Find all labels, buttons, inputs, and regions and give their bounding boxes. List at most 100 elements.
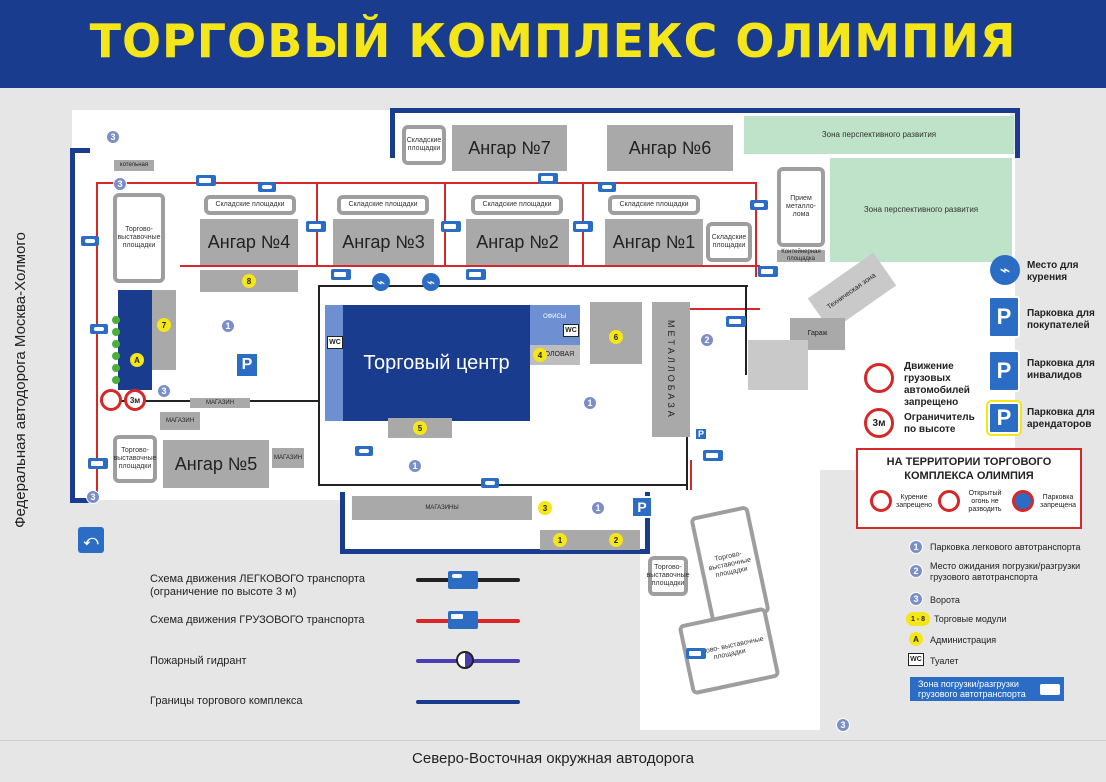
truck-icon xyxy=(686,648,706,659)
page-title: ТОРГОВЫЙ КОМПЛЕКС ОЛИМПИЯ xyxy=(89,14,1017,68)
wc-mall-east: WC xyxy=(563,324,579,337)
parking-icon: P xyxy=(235,352,259,378)
zone-future-2: Зона перспективного развития xyxy=(830,158,1012,262)
module-badge-4: 4 xyxy=(533,348,547,362)
parking-marker: 1 xyxy=(221,319,235,333)
exhibition-label: Торгово- выставочные площадки xyxy=(708,550,752,580)
exhibition-area: Торгово- выставочные площадки xyxy=(113,193,165,283)
car-route xyxy=(318,484,688,486)
legend-parking-disabled-icon: P xyxy=(988,350,1020,392)
shopping-center: Торговый центр xyxy=(343,305,530,421)
storage-label: Складские площадки xyxy=(482,201,552,208)
hangar-3: Ангар №3 xyxy=(333,219,434,265)
parking-marker: 1 xyxy=(583,396,597,410)
car-icon xyxy=(81,236,99,246)
legend-key-2: 2 xyxy=(909,564,923,578)
boundary-outline-south xyxy=(340,492,650,554)
truck-route xyxy=(180,265,760,267)
car-route xyxy=(318,285,320,485)
exhibition-area: Торгово- выставочные площадки xyxy=(113,435,157,483)
canteen-label: СТОЛОВАЯ xyxy=(535,351,575,358)
parking-icon: P xyxy=(631,496,653,518)
no-parking-icon xyxy=(1012,490,1034,512)
legend-item-6: Туалет xyxy=(930,656,959,666)
legend-parking-tenants-icon: P xyxy=(988,402,1020,434)
east-lot xyxy=(748,340,808,390)
module-badge-6: 6 xyxy=(609,330,623,344)
tree-dot xyxy=(112,316,120,324)
module-badge-5: 5 xyxy=(413,421,427,435)
parking-marker: 1 xyxy=(408,459,422,473)
shop-west: МАГАЗИН xyxy=(160,412,200,430)
hangar-1: Ангар №1 xyxy=(605,219,703,265)
storage-area: Складские площадки xyxy=(337,195,429,215)
legend-trucks: Схема движения ГРУЗОВОГО транспорта xyxy=(150,614,365,626)
legend-parking-tenants: Парковка для арендаторов xyxy=(1027,407,1095,430)
truck-icon xyxy=(703,450,723,461)
hydrant-icon xyxy=(456,651,474,669)
metal-base: МЕТАЛЛОБАЗА xyxy=(652,302,690,437)
storage-area: Складские площадки xyxy=(402,125,446,165)
truck-icon xyxy=(196,175,216,186)
shopping-center-title: Торговый центр xyxy=(363,352,510,374)
truck-icon xyxy=(466,269,486,280)
boundary-outline-north xyxy=(390,108,1020,158)
legend-boundary-line xyxy=(416,700,520,704)
gate-marker: 3 xyxy=(836,718,850,732)
legend-no-trucks-icon xyxy=(864,363,894,393)
module-badge-7: 7 xyxy=(157,318,171,332)
legend-item-5: Администрация xyxy=(930,635,997,645)
storage-area: Складские площадки xyxy=(608,195,700,215)
truck-icon xyxy=(441,221,461,232)
truck-icon xyxy=(758,266,778,277)
storage-area: Складские площадки xyxy=(471,195,563,215)
metal-intake-label: Прием металло- лома xyxy=(786,195,816,218)
storage-label: Складские площадки xyxy=(406,137,442,152)
tree-dot xyxy=(112,376,120,384)
legend-car-icon xyxy=(448,571,478,589)
car-route xyxy=(745,285,747,375)
truck-route xyxy=(96,182,98,492)
legend-parking-disabled: Парковка для инвалидов xyxy=(1027,358,1095,381)
car-icon xyxy=(258,182,276,192)
module-badge-1: 1 xyxy=(553,533,567,547)
truck-route xyxy=(755,182,757,277)
offices-label: ОФИСЫ xyxy=(543,314,567,320)
tree-dot xyxy=(112,352,120,360)
storage-label: Складские площадки xyxy=(711,234,747,249)
header-banner xyxy=(0,0,1106,88)
smoking-icon: ⌁ xyxy=(372,273,390,291)
notice-title: НА ТЕРРИТОРИИ ТОРГОВОГО КОМПЛЕКСА ОЛИМПИ… xyxy=(886,456,1052,482)
truck-icon xyxy=(726,316,746,327)
zone-future-1: Зона перспективного развития xyxy=(744,116,1014,154)
footer-road-strip xyxy=(0,740,1106,782)
car-icon xyxy=(481,478,499,488)
truck-icon xyxy=(331,269,351,280)
smoking-icon: ⌁ xyxy=(422,273,440,291)
gate-marker: 3 xyxy=(157,384,171,398)
car-icon xyxy=(598,182,616,192)
metal-intake: Прием металло- лома xyxy=(777,167,825,247)
hangar-2: Ангар №2 xyxy=(466,219,569,265)
no-trucks-icon xyxy=(100,389,122,411)
legend-smoking-icon: ⌁ xyxy=(990,255,1020,285)
hangar-7: Ангар №7 xyxy=(452,125,567,171)
storage-label: Складские площадки xyxy=(348,201,418,208)
boiler-house: котельная xyxy=(114,160,154,171)
shop-south-west: МАГАЗИН xyxy=(190,398,250,408)
truck-route xyxy=(680,308,760,310)
car-icon xyxy=(750,200,768,210)
u-turn-icon: ⤺ xyxy=(78,527,104,553)
legend-key-6: WC xyxy=(908,653,924,666)
container-site: Контейнерная площадка xyxy=(777,249,825,262)
legend-height-limiter: Ограничитель по высоте xyxy=(904,412,975,435)
legend-key-1: 1 xyxy=(909,540,923,554)
admin-building xyxy=(118,290,152,390)
metal-base-label: МЕТАЛЛОБАЗА xyxy=(666,319,676,420)
truck-icon xyxy=(88,458,108,469)
truck-icon xyxy=(538,173,558,184)
legend-parking-buyers: Парковка для покупателей xyxy=(1027,308,1095,331)
waiting-marker: 2 xyxy=(700,333,714,347)
car-icon xyxy=(90,324,108,334)
legend-cars: Схема движения ЛЕГКОВОГО транспорта (огр… xyxy=(150,573,365,598)
